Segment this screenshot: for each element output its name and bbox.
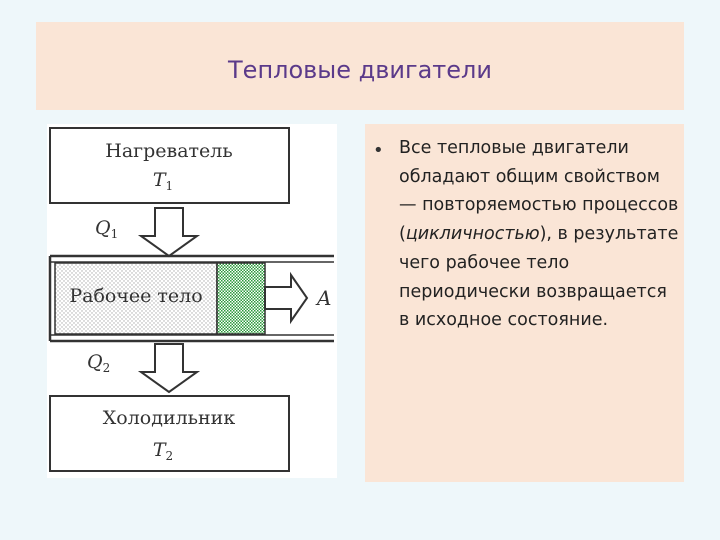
cooler-label: Холодильник — [103, 407, 236, 429]
diagram-svg: Нагреватель T1 Q1 Рабочее тело A Q2 Холо… — [48, 127, 334, 472]
work-label: A — [315, 286, 331, 310]
heat-out-arrow — [137, 343, 201, 394]
cooler-temp: T2 — [153, 439, 173, 463]
working-body-label: Рабочее тело — [69, 285, 202, 307]
cooler-box — [49, 395, 290, 472]
slide-title: Тепловые двигатели — [228, 56, 492, 84]
piston — [216, 262, 266, 335]
heater-temp: T1 — [153, 169, 173, 193]
q2-label: Q2 — [87, 351, 110, 375]
heater-box — [49, 127, 290, 204]
bullet-text: Все тепловые двигатели обладают общим св… — [399, 134, 679, 335]
q1-label: Q1 — [95, 217, 118, 241]
bullet-text-emphasis: цикличностью — [405, 224, 540, 245]
working-body — [54, 262, 218, 335]
heat-in-arrow — [137, 207, 201, 258]
work-arrow — [264, 271, 309, 325]
title-panel: Тепловые двигатели — [36, 22, 684, 110]
heater-label: Нагреватель — [105, 140, 232, 162]
text-panel: • Все тепловые двигатели обладают общим … — [365, 124, 684, 482]
bullet-dot-icon: • — [373, 140, 384, 161]
bullet-text-end: ), в результате чего рабочее тело период… — [399, 224, 679, 331]
bullet-text-start: Все тепловые двигатели обладают общим св… — [399, 138, 679, 245]
heat-engine-diagram: Нагреватель T1 Q1 Рабочее тело A Q2 Холо… — [47, 124, 337, 478]
